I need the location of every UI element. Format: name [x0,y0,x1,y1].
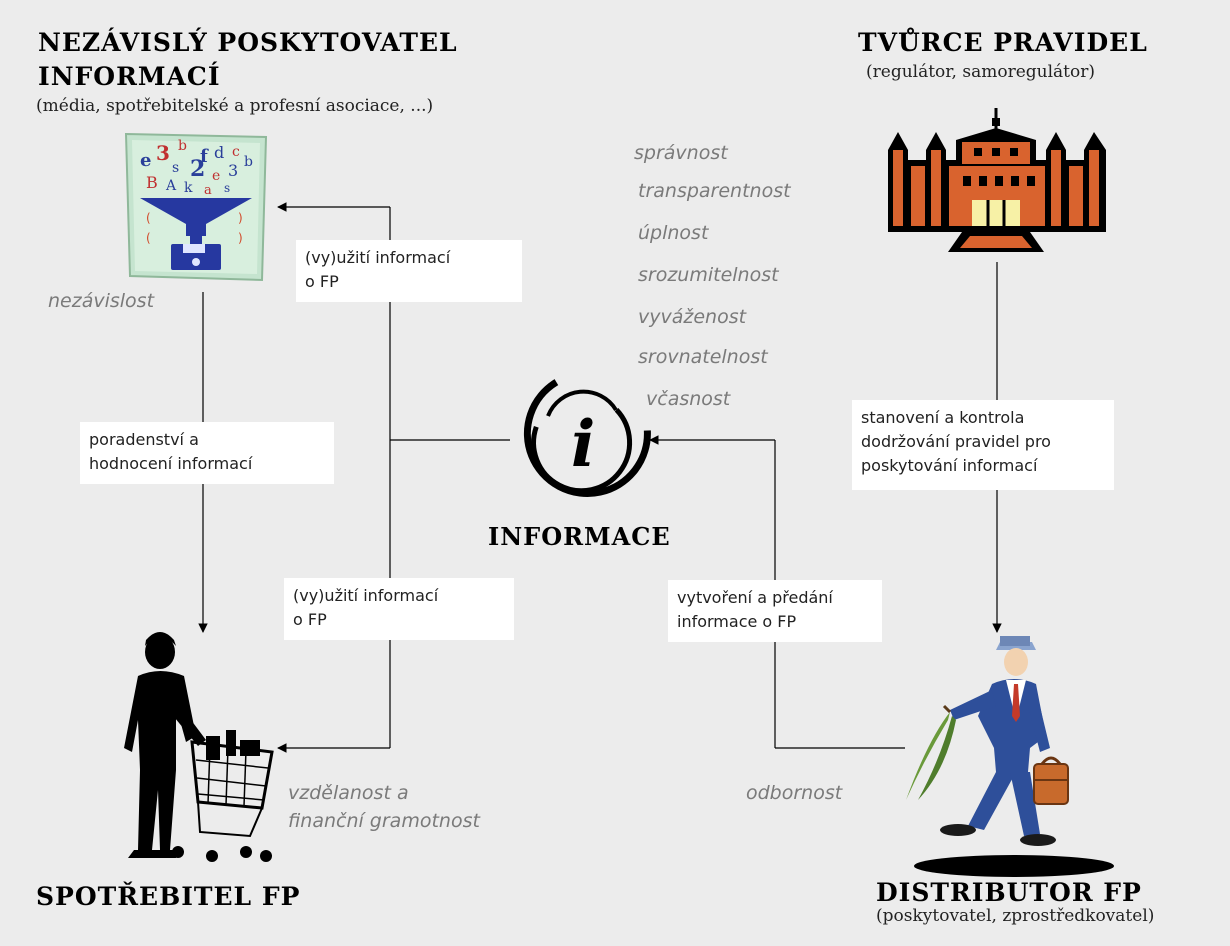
quality-balance: vyváženost [638,306,747,328]
svg-text:): ) [238,211,243,225]
expertise-quality: odbornost [746,782,843,804]
independence-quality: nezávislost [48,290,155,312]
regulator-title: TVŮRCE PRAVIDEL [858,28,1148,57]
svg-text:k: k [184,180,193,196]
svg-text:3: 3 [228,161,238,180]
svg-text:e: e [212,168,220,184]
quality-comprehensibility: srozumitelnost [638,264,779,286]
quality-correctness: správnost [634,142,728,164]
consumer-title: SPOTŘEBITEL FP [36,882,301,911]
svg-text:(: ( [146,211,151,225]
quality-comparability: srovnatelnost [638,346,768,368]
regulator-subtitle: (regulátor, samoregulátor) [866,62,1095,82]
svg-text:s: s [224,181,230,195]
quality-timeliness: včasnost [646,388,731,410]
quality-completeness: úplnost [638,222,709,244]
svg-text:): ) [238,231,243,245]
education-quality-line1: vzdělanost a [288,782,409,804]
svg-text:A: A [165,178,177,194]
svg-text:c: c [232,144,240,160]
independent-provider-title-line1: NEZÁVISLÝ POSKYTOVATEL [38,28,458,57]
svg-text:3: 3 [156,141,170,165]
distributor-title: DISTRIBUTOR FP [876,878,1142,907]
svg-text:s: s [172,160,179,176]
distributor-subtitle: (poskytovatel, zprostředkovatel) [876,906,1155,926]
information-label: INFORMACE [488,522,671,551]
svg-text:i: i [571,407,595,482]
education-quality-line2: finanční gramotnost [288,810,480,832]
svg-text:B: B [146,173,158,192]
svg-text:e: e [140,150,151,171]
svg-text:b: b [178,138,187,154]
svg-text:f: f [200,146,209,167]
svg-text:b: b [244,154,253,170]
independent-provider-title-line2: INFORMACÍ [38,62,221,91]
quality-transparency: transparentnost [638,180,791,202]
svg-text:(: ( [146,231,151,245]
independent-provider-subtitle: (média, spotřebitelské a profesní asocia… [36,96,434,116]
svg-text:d: d [214,143,224,162]
svg-text:a: a [204,183,212,198]
svg-text:2: 2 [190,156,205,182]
